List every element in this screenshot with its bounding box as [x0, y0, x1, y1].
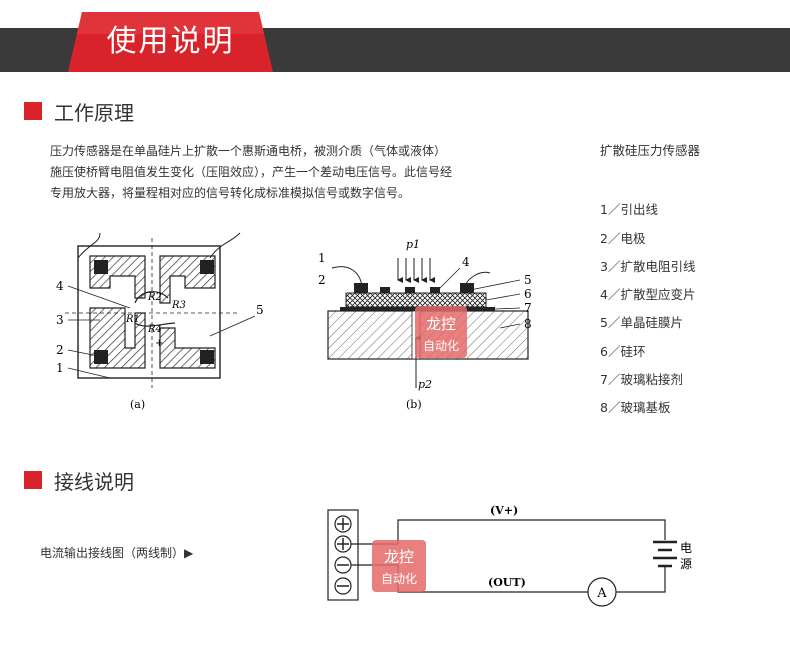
section-square-icon	[24, 102, 42, 120]
principle-paragraph: 压力传感器是在单晶硅片上扩散一个惠斯通电桥，被测介质（气体或液体） 施压使桥臂电…	[50, 141, 520, 204]
svg-text:A: A	[596, 586, 607, 601]
wiring-diagram: 电 源 A (V+) (OUT) 龙控 自动化	[327, 504, 692, 607]
fig-a-label: 3	[56, 313, 64, 327]
header-banner: 使用说明	[68, 12, 273, 72]
resistor-label: R3	[171, 300, 186, 311]
svg-text:龙控: 龙控	[384, 548, 414, 566]
svg-text:龙控: 龙控	[426, 315, 456, 333]
fig-a-label: 2	[56, 343, 64, 357]
pressure-p1-label: p1	[406, 238, 420, 251]
fig-a-label: 4	[56, 279, 64, 293]
fig-a-caption: (a)	[130, 398, 145, 411]
out-label: (OUT)	[488, 576, 526, 589]
fig-b-caption: (b)	[406, 398, 422, 411]
svg-text:自动化: 自动化	[381, 572, 417, 586]
paragraph-line: 专用放大器，将量程相对应的信号转化成标准模拟信号或数字信号。	[50, 186, 411, 200]
legend-item: 7／玻璃粘接剂	[600, 372, 683, 387]
fig-b-label: 2	[318, 273, 326, 287]
resistor-label: R4	[147, 324, 162, 335]
resistor-label: R1	[125, 314, 140, 325]
vplus-label: (V+)	[490, 504, 518, 517]
fig-b-label: 5	[524, 273, 532, 287]
legend-item: 3／扩散电阻引线	[600, 259, 696, 274]
ammeter-icon: A	[587, 577, 617, 607]
figure-a-diagram: 4 3 2 1 5 R2 R3 R1 R4 + (a)	[56, 232, 264, 411]
wiring-diagram-label: 电流输出接线图（两线制）▶	[40, 546, 194, 560]
power-label-2: 源	[680, 557, 692, 571]
figure-b-diagram: p1 p2 1 2 4 5 6 7 8 (b) 龙控 自动化	[318, 238, 532, 411]
legend-item: 8／玻璃基板	[600, 400, 671, 415]
terminal-screw-icon	[334, 556, 352, 574]
fig-b-label: 8	[524, 317, 532, 331]
watermark-stamp: 龙控 自动化	[372, 540, 426, 592]
resistor-label: R2	[147, 292, 162, 303]
page-title: 使用说明	[106, 24, 235, 59]
svg-text:自动化: 自动化	[423, 339, 459, 353]
section-heading-principle: 工作原理	[24, 98, 134, 125]
svg-text:+: +	[155, 338, 163, 349]
fig-a-label: 1	[56, 361, 64, 375]
watermark-stamp: 龙控 自动化	[415, 306, 467, 358]
section-heading-wiring: 接线说明	[24, 467, 134, 494]
legend-item: 4／扩散型应变片	[600, 287, 696, 302]
fig-b-label: 7	[524, 301, 532, 315]
section-title: 工作原理	[54, 100, 134, 125]
fig-b-label: 6	[524, 287, 532, 301]
legend-item: 6／硅环	[600, 344, 646, 359]
terminal-screw-icon	[334, 535, 352, 553]
power-label-1: 电	[680, 541, 692, 555]
section-square-icon	[24, 471, 42, 489]
fig-b-label: 1	[318, 251, 326, 265]
paragraph-line: 施压使桥臂电阻值发生变化（压阻效应），产生一个差动电压信号。此信号经	[50, 165, 453, 179]
terminal-screw-icon	[334, 577, 352, 595]
pressure-p2-label: p2	[418, 378, 432, 391]
section-title: 接线说明	[54, 469, 134, 494]
legend-item: 2／电极	[600, 231, 646, 246]
paragraph-line: 压力传感器是在单晶硅片上扩散一个惠斯通电桥，被测介质（气体或液体）	[50, 144, 447, 158]
banner-shape	[68, 12, 273, 72]
legend-item: 5／单晶硅膜片	[600, 315, 683, 330]
terminal-screw-icon	[334, 515, 352, 533]
legend-title: 扩散硅压力传感器	[600, 143, 701, 158]
legend-item: 1／引出线	[600, 202, 658, 217]
battery-icon	[653, 540, 677, 568]
fig-a-label: 5	[256, 303, 264, 317]
fig-b-label: 4	[462, 255, 470, 269]
